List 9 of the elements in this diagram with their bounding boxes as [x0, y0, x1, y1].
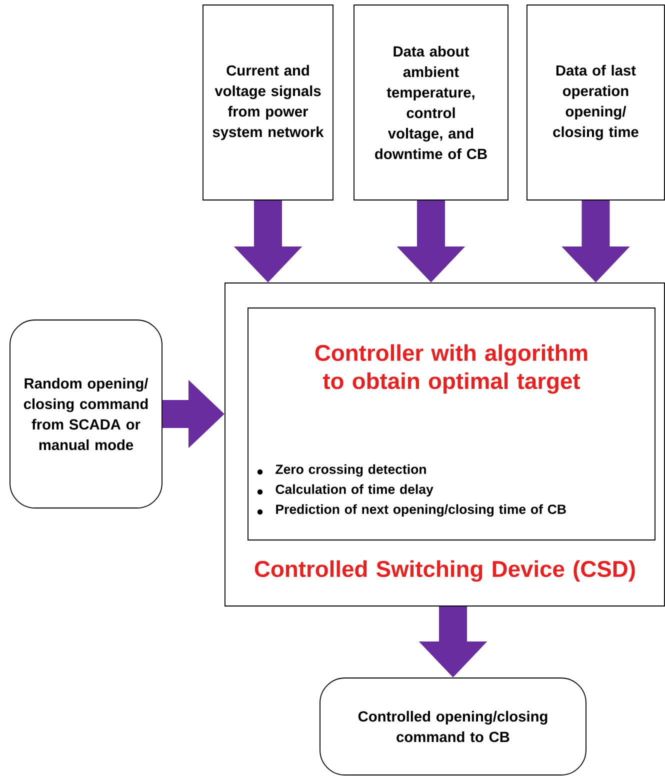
controller-box: Controller with algorithm to obtain optimal target Zero crossing detection Calculation of time delay Prediction of next opening/closing time of CB	[248, 308, 656, 540]
command-box: Controlled opening/closing command to CB	[320, 678, 586, 776]
input-box: Data about ambient temperature, control voltage, and downtime of CB	[354, 4, 508, 200]
bullet-item: Prediction of next opening/closing time of CB	[257, 504, 566, 517]
bullet-item: Zero crossing detection	[257, 464, 426, 477]
input-box: Data of last operation opening/ closing time	[526, 4, 665, 200]
bullet-item: Calculation of time delay	[257, 484, 434, 497]
input-box: Current and voltage signals from power system network	[202, 4, 334, 200]
command-box: Random opening/ closing command from SCADA or manual mode	[10, 320, 162, 508]
